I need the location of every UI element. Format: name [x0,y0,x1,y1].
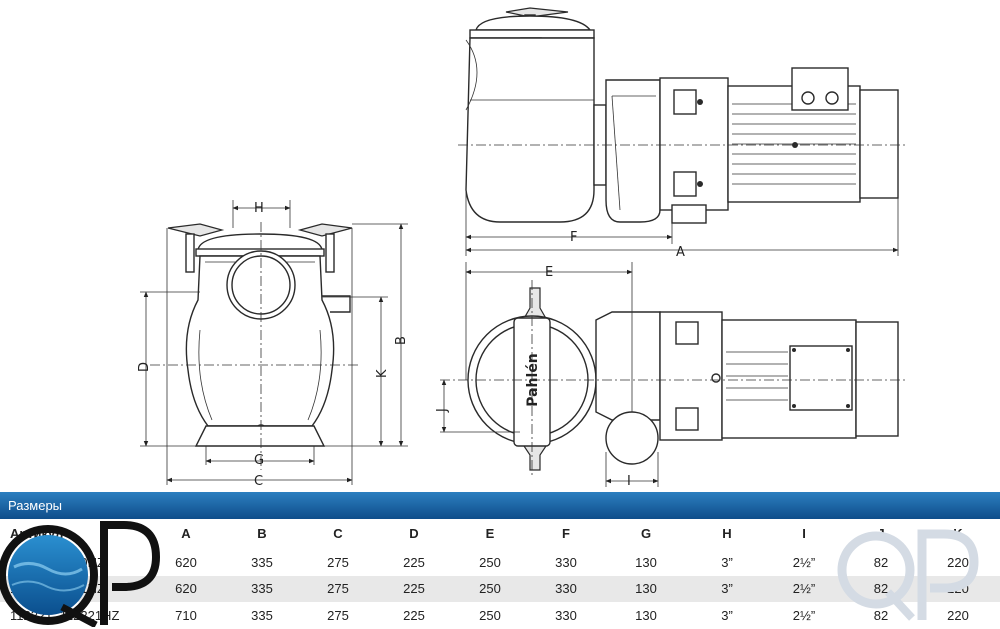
dim-label-f: F [570,230,577,245]
dim-label-a: A [676,245,685,260]
table-row: 11220, 11220HZ6203352752252503301303”2½”… [0,550,1000,576]
table-cell: 275 [327,581,349,596]
table-cell: G [640,526,652,541]
table-cell: 225 [403,608,425,623]
table-cell: 335 [251,581,273,596]
logo-p [100,521,160,625]
table-cell: 82 [873,555,889,570]
table-cell: F [562,526,570,541]
table-cell: I [802,526,806,541]
dim-label-h: H [254,201,264,216]
watermark-q-tail [885,589,915,621]
watermark-ring-q [837,531,915,609]
table-cell: 250 [479,581,501,596]
logo-q-tail [60,603,98,627]
table-cell: 2½” [792,608,816,623]
dim-label-j: J [435,408,450,413]
watermark-logo [837,529,979,621]
dim-label-d: D [137,362,152,372]
table-cell: 3” [721,555,733,570]
table-cell: 2½” [792,555,816,570]
dim-label-c: C [254,474,263,489]
table-cell: 250 [479,555,501,570]
table-cell: 225 [403,581,425,596]
table-cell: 130 [635,581,657,596]
table-cell: 335 [251,608,273,623]
table-cell: H [722,526,732,541]
section-title-bar: Размеры [0,492,1000,519]
table-cell: E [485,526,495,541]
table-cell: 275 [327,555,349,570]
logo-wave [13,562,83,576]
dim-label-b: B [394,336,409,345]
table-cell: 275 [327,608,349,623]
table-cell: 330 [555,581,577,596]
table-cell: 130 [635,608,657,623]
pump-dimension-drawing: H G C D K B [137,7,908,489]
dim-label-i: I [627,474,631,489]
top-view: Pahlén E I J [435,262,908,489]
side-view: F A [458,7,908,260]
table-cell: 3” [721,581,733,596]
dim-label-g: G [254,453,264,468]
table-cell: 2½” [792,581,816,596]
table-cell: 335 [251,555,273,570]
table-cell: 330 [555,608,577,623]
dim-label-e: E [545,265,553,280]
dimensions-table: АртикулABCDEFGHIJK11220, 11220HZ62033527… [0,519,1000,629]
table-cell: 330 [555,555,577,570]
dim-label-k: K [375,369,390,378]
front-view: H G C D K B [137,200,409,489]
table-cell: A [181,526,191,541]
qp-logo [0,521,160,627]
table-cell: C [333,526,343,541]
table-cell: 130 [635,555,657,570]
table-cell: 82 [873,581,889,596]
logo-wave [11,580,85,592]
table-cell: 620 [175,555,197,570]
table-cell: 620 [175,581,197,596]
table-cell: 710 [175,608,197,623]
watermark-p [917,529,979,620]
table-cell: 220 [947,555,969,570]
table-cell: D [409,526,419,541]
table-cell: B [257,526,267,541]
table-cell: 220 [947,608,969,623]
logo-q-ring [0,525,98,625]
logo-water-disc [8,535,88,615]
table-cell: 250 [479,608,501,623]
table-cell: 3” [721,608,733,623]
section-title: Размеры [8,498,63,513]
table-cell: 225 [403,555,425,570]
table-cell: 82 [873,608,889,623]
